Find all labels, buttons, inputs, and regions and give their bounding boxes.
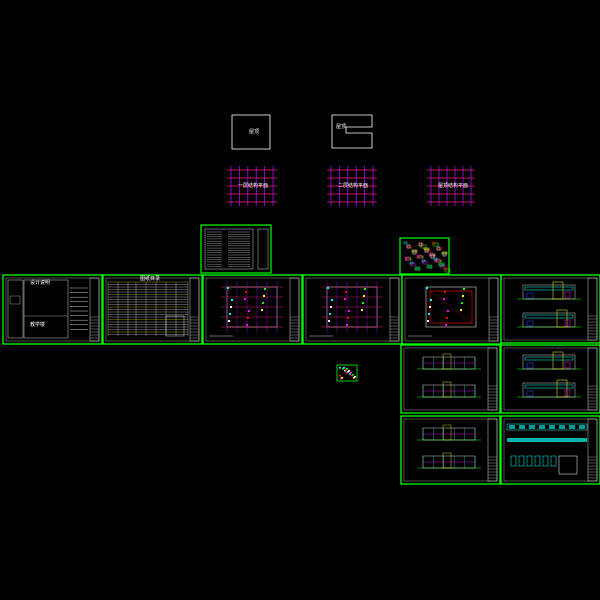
grid-plan-3-label: 屋顶结构平面 bbox=[438, 182, 468, 189]
floating-detail-block[interactable] bbox=[336, 364, 358, 382]
sheet-roof-plan[interactable] bbox=[401, 274, 502, 345]
title-block bbox=[389, 277, 400, 342]
grid-plan-2[interactable] bbox=[327, 166, 377, 206]
title-block bbox=[89, 277, 100, 342]
roof-outline-left-label: 屋顶 bbox=[249, 129, 259, 135]
grid-plan-2-label: 二层结构平面 bbox=[338, 182, 368, 189]
sheet-ground-floor-plan[interactable] bbox=[202, 274, 303, 345]
title-block bbox=[587, 347, 598, 411]
sheet-door-window-table[interactable]: 图纸目录 bbox=[102, 274, 203, 345]
title-block bbox=[289, 277, 300, 342]
title-block bbox=[487, 418, 498, 482]
title-block bbox=[587, 418, 598, 482]
grid-plan-3[interactable] bbox=[427, 166, 475, 206]
sheet-table-title: 图纸目录 bbox=[140, 275, 160, 282]
sheet-elevation-1[interactable] bbox=[500, 274, 600, 344]
roof-outline-left[interactable]: 屋顶 bbox=[231, 114, 271, 150]
sheet-elevation-2[interactable] bbox=[500, 344, 600, 414]
grid-plan-1-label: 一层结构平面 bbox=[238, 182, 268, 189]
title-block bbox=[189, 277, 200, 342]
sheet-section-2[interactable] bbox=[400, 415, 501, 485]
title-block bbox=[587, 277, 598, 341]
title-block bbox=[488, 277, 499, 342]
sheet-section-1[interactable] bbox=[400, 344, 501, 414]
sheet-details[interactable] bbox=[500, 415, 600, 485]
roof-outline-right[interactable]: 屋顶 bbox=[331, 114, 373, 149]
sheet-site-plan[interactable] bbox=[399, 237, 451, 275]
roof-outline-right-label: 屋顶 bbox=[336, 124, 346, 130]
sheet-design-notes-title: 设计说明 bbox=[30, 279, 50, 286]
title-block bbox=[487, 347, 498, 411]
sheet-design-notes-subtitle: 教学楼 bbox=[30, 321, 45, 328]
grid-plan-1[interactable] bbox=[227, 166, 277, 206]
sheet-upper-floor-plan[interactable] bbox=[302, 274, 403, 345]
sheet-drawing-list[interactable] bbox=[200, 224, 272, 274]
